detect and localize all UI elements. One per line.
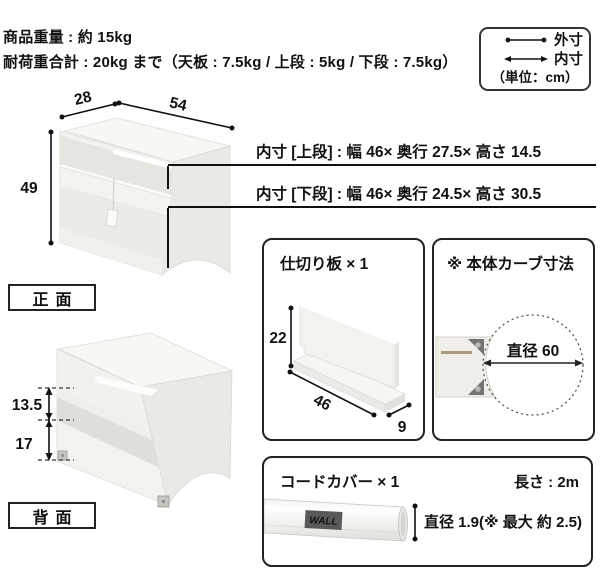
back-view-illustration: 13.5 17: [12, 332, 234, 508]
lower-shelf-cavity: [60, 186, 170, 275]
curve-illustration: 直径 60: [435, 314, 584, 416]
back-lower-value: 17: [15, 436, 32, 453]
inner-dim-upper-text: 内寸 [上段] : 幅 46× 奥行 27.5× 高さ 14.5: [168, 141, 596, 166]
legend-inner-row: 内寸: [487, 49, 583, 68]
divider-illustration: 22 46 9: [269, 305, 412, 436]
middle-shelf-edge: [60, 164, 171, 198]
outer-dim-symbol-icon: [505, 37, 547, 42]
curve-circle: [482, 314, 584, 416]
cord-diameter-value: 直径 1.9(※ 最大 約 2.5): [424, 514, 582, 531]
front-height-value: 49: [20, 180, 38, 197]
hanging-tag: [105, 209, 119, 227]
legend-outer-row: 外寸: [487, 30, 583, 49]
divider-width-line: [289, 371, 375, 416]
load-capacity-text: 耐荷重合計 : 20kg まで（天板 : 7.5kg / 上段 : 5kg / …: [3, 54, 458, 71]
side-panel-groove: [441, 351, 472, 354]
side-panel-piece: [435, 336, 496, 398]
inner-dim-symbol-icon: [504, 55, 548, 62]
back-side-face: [139, 370, 233, 506]
back-upper-value: 13.5: [12, 397, 43, 414]
divider-box-title: 仕切り板 × 1: [280, 256, 369, 273]
back-light-slit: [94, 376, 158, 396]
cabinet-side-face: [161, 145, 231, 276]
curve-diameter-value: 直径 60: [507, 341, 560, 360]
legend-inner-label: 内寸: [554, 52, 583, 68]
cord-cover-illustration: WALL: [264, 498, 418, 542]
legend-outer-label: 外寸: [554, 33, 583, 49]
back-shelf-surface: [57, 388, 152, 440]
dimension-legend: 外寸 内寸 （単位：cm）: [479, 27, 591, 91]
lower-cavity-floor: [60, 228, 162, 275]
back-view-label: 背面: [8, 502, 96, 529]
cord-box-title: コードカバー × 1: [280, 474, 400, 491]
light-slit: [113, 149, 172, 169]
upper-leader-line: [167, 166, 169, 189]
cord-length-value: 長さ : 2m: [513, 474, 579, 491]
width-dim-line: [118, 102, 233, 129]
upper-shelf-cavity: [60, 136, 172, 195]
body-curve-box: ※ 本体カーブ寸法 直径 60: [432, 238, 595, 441]
product-weight-text: 商品重量 : 約 15kg: [3, 29, 133, 46]
curve-box-title: ※ 本体カーブ寸法: [447, 256, 574, 273]
divider-depth-value: 9: [398, 419, 407, 436]
cord-tag: WALL: [304, 510, 343, 530]
depth-dim-line: [61, 103, 116, 118]
front-depth-value: 28: [73, 88, 94, 109]
tag-string: [112, 177, 115, 211]
front-width-value: 54: [168, 94, 189, 115]
divider-panel-box: 仕切り板 × 1 22 46 9: [262, 238, 425, 441]
divider-depth-line: [388, 404, 410, 416]
divider-panel-edge: [395, 342, 399, 388]
legend-unit-label: （単位：cm）: [491, 70, 579, 85]
clip-top: [468, 339, 484, 355]
cord-cover-box: コードカバー × 1 長さ : 2m WALL 直径: [262, 456, 593, 567]
cord-tag-text: WALL: [309, 515, 338, 527]
inner-dim-lower-text: 内寸 [下段] : 幅 46× 奥行 24.5× 高さ 30.5: [168, 183, 596, 208]
divider-width-value: 46: [310, 392, 333, 415]
divider-height-value: 22: [269, 330, 286, 347]
lower-leader-line: [167, 208, 169, 268]
front-view-label: 正面: [8, 284, 96, 311]
front-view-illustration: 49 28 54: [20, 88, 235, 276]
divider-base-end: [385, 394, 405, 412]
clip-bottom: [468, 379, 484, 395]
